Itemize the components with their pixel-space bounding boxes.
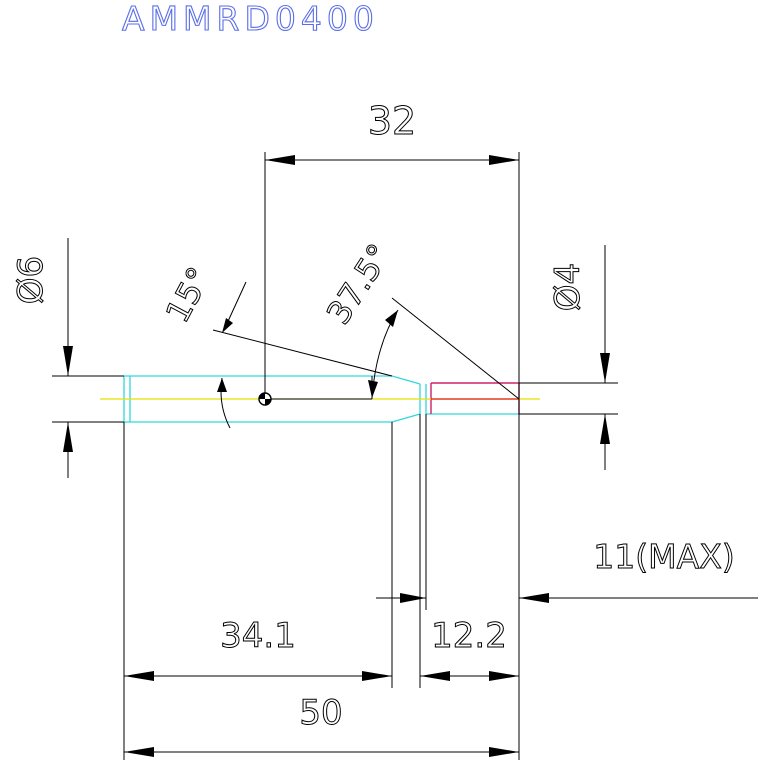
dimension-dia6-label: Ø6	[11, 256, 51, 304]
dimension-50: 50	[124, 693, 519, 757]
dimension-11max: 11(MAX)	[376, 537, 758, 603]
tool-body	[123, 375, 519, 423]
dimension-12-2-label: 12.2	[431, 616, 507, 656]
dimension-11max-label: 11(MAX)	[593, 537, 734, 576]
dimension-32: 32	[265, 99, 519, 165]
dimension-dia6: Ø6	[11, 238, 73, 478]
dimension-12-2: 12.2	[420, 616, 519, 681]
dimension-50-label: 50	[299, 693, 342, 733]
dimension-34-1: 34.1	[124, 616, 392, 681]
angle-15-label: 15°	[158, 261, 218, 329]
dimension-dia4-label: Ø4	[548, 263, 588, 311]
dimension-34-1-label: 34.1	[220, 616, 296, 656]
angle-construction	[212, 281, 520, 429]
part-number-title: AMMRD0400	[122, 0, 379, 38]
extension-lines	[52, 152, 618, 760]
reference-point-icon	[258, 392, 272, 406]
dimension-dia4: Ø4	[548, 245, 610, 470]
dimension-32-label: 32	[368, 99, 416, 143]
angle-37-5-label: 37.5°	[319, 237, 398, 331]
